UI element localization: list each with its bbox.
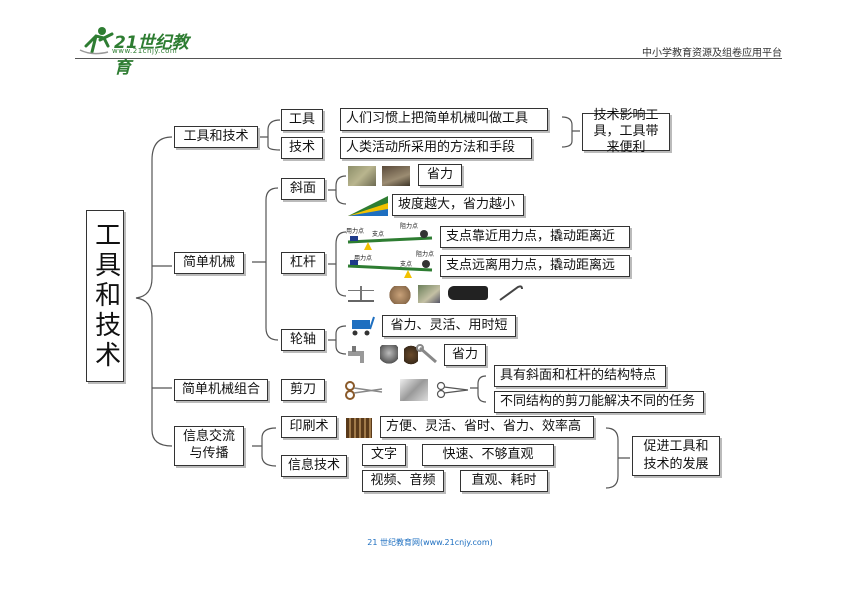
surgical-scissors-icon [436,381,469,399]
cart-icon [352,316,375,336]
node-lever: 杠杆 [281,252,325,274]
lever1-resist-label: 阻力点 [400,223,419,230]
node-incline-effect: 省力 [418,164,462,186]
node-combo-note-1: 具有斜面和杠杆的结构特点 [494,365,666,387]
branch-info: 信息交流与传播 [174,426,244,466]
lever1-force-label: 用力点 [346,228,365,235]
node-printing: 印刷术 [281,416,337,438]
node-lever-far: 支点远离用力点，撬动距离远 [440,255,630,277]
faucet-icon [348,346,364,363]
branch-simple-machines: 简单机械 [174,252,244,274]
node-axle: 轮轴 [281,329,325,351]
nutcracker-photo [388,286,412,304]
node-it: 信息技术 [281,455,347,477]
logo-url: www.21cnjy.com [112,47,178,55]
lever-diagram-far-icon [347,260,433,278]
lever2-resist-label: 阻力点 [416,251,435,258]
lever2-force-label: 用力点 [354,255,373,262]
node-incline: 斜面 [281,178,325,200]
node-tool: 工具 [281,109,323,131]
node-tech-def: 人类活动所采用的方法和手段 [340,137,532,159]
stapler-photo [448,286,488,300]
platform-text: 中小学教育资源及组卷应用平台 [642,48,782,59]
incline-photo-2 [382,166,410,186]
logo-text: 21世纪教育 [114,33,189,78]
node-printing-features: 方便、灵活、省时、省力、效率高 [380,416,594,438]
node-incline-slope: 坡度越大，省力越小 [392,194,524,216]
printing-type-photo [346,418,372,438]
scissors-photo-icon [345,381,383,400]
hand-drill-photo [404,344,418,366]
node-promote: 促进工具和技术的发展 [632,436,720,476]
node-tech: 技术 [281,137,323,159]
root-title: 工具和技术 [86,210,124,382]
footer-text: 21 世纪教育网(www.21cnjy.com) [367,538,493,547]
node-av: 视频、音频 [362,470,444,492]
balance-scale-icon [348,286,374,302]
node-axle-effect-2: 省力 [444,344,486,366]
node-text-feat: 快速、不够直观 [422,444,554,466]
node-combo-note-2: 不同结构的剪刀能解决不同的任务 [494,391,704,413]
crowbar-icon [499,285,523,301]
doorknob-photo [380,345,398,365]
node-tool-def: 人们习惯上把简单机械叫做工具 [340,108,548,131]
branch-combo: 简单机械组合 [174,379,268,401]
lever1-fulcrum-label: 支点 [372,231,385,238]
node-lever-near: 支点靠近用力点，撬动距离近 [440,226,630,248]
slope-diagram-icon [348,196,388,216]
node-text: 文字 [362,444,406,466]
header-divider [75,58,782,59]
pliers-photo [418,285,440,303]
lever2-fulcrum-label: 支点 [400,261,413,268]
node-scissors: 剪刀 [281,379,325,401]
pruning-shears-photo [400,379,428,401]
runner-logo-icon [79,27,114,55]
node-relation: 技术影响工具，工具带来便利 [582,108,670,155]
lever-diagram-near-icon [347,230,433,250]
node-axle-effect: 省力、灵活、用时短 [382,315,516,337]
node-av-feat: 直观、耗时 [460,470,548,492]
wrench-icon [416,344,437,364]
incline-photo-1 [348,166,376,186]
site-logo: 21世纪教育 www.21cnjy.com [78,26,198,78]
branch-tools-tech: 工具和技术 [174,126,258,148]
